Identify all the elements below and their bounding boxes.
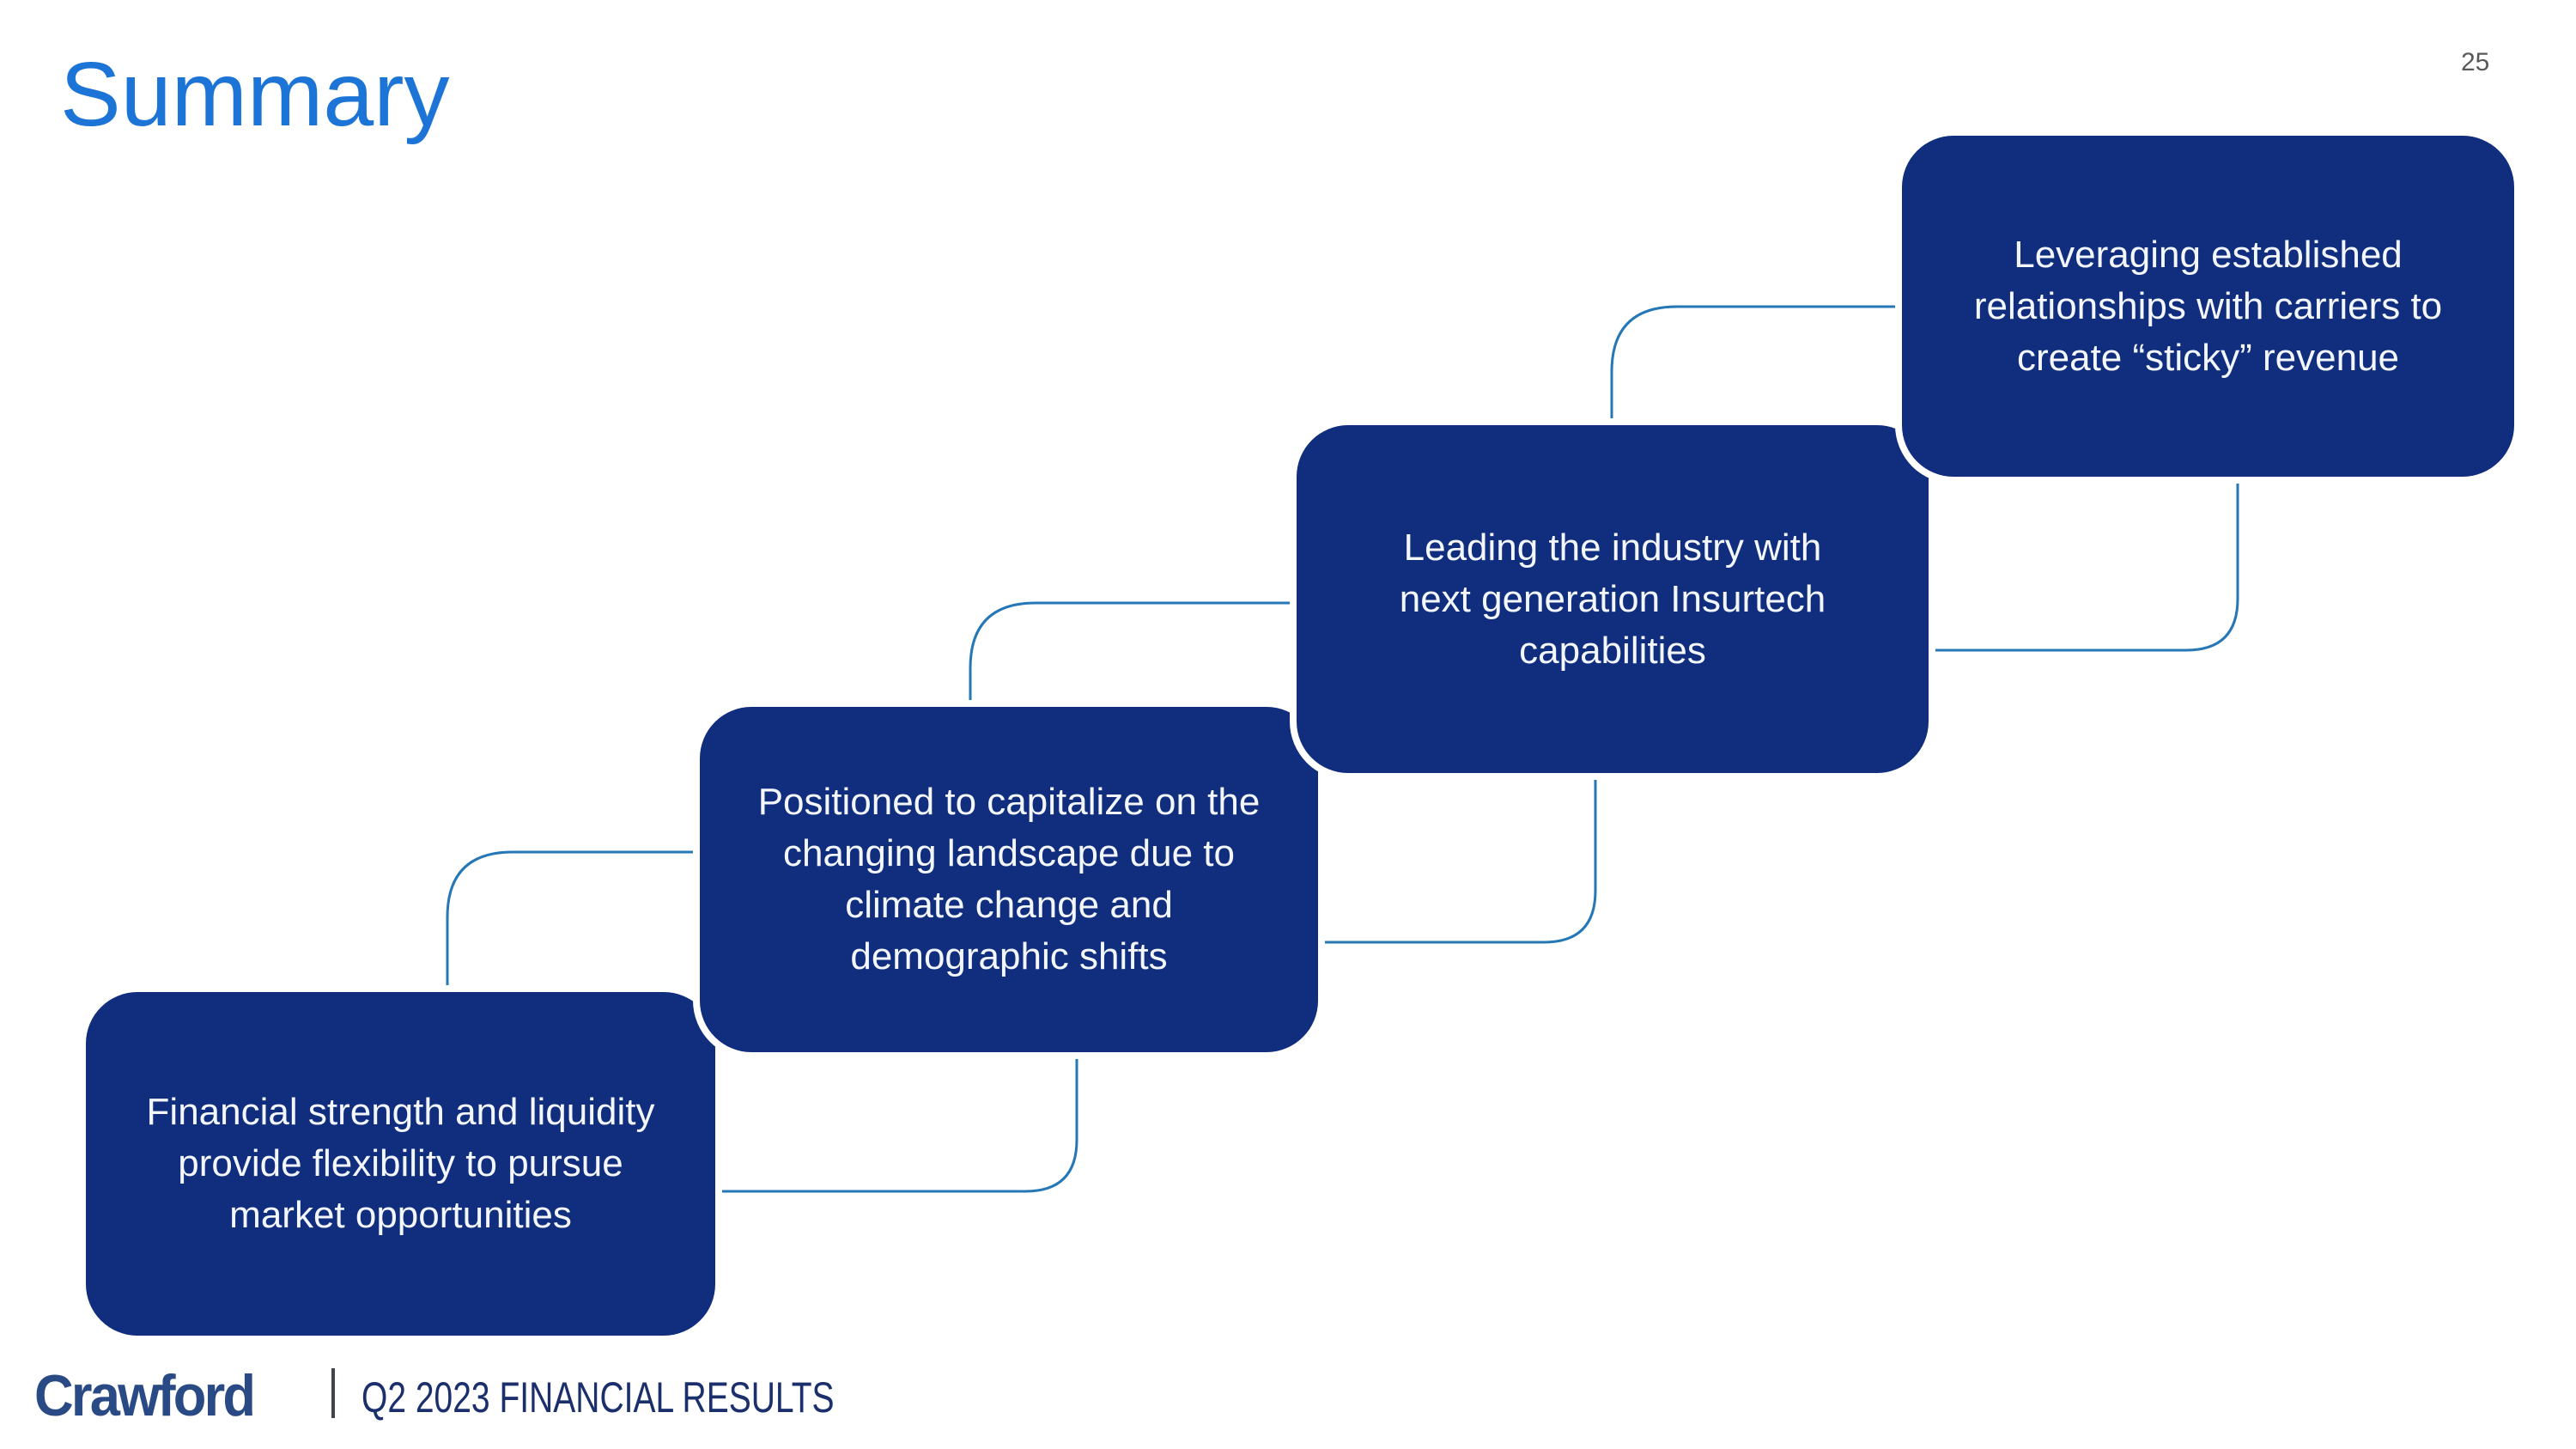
box-leveraging-established: Leveraging established relationships wit… [1902,136,2514,477]
connector-box1-right-to-box2-bottom [714,1050,1078,1193]
box-leading-the-industry: Leading the industry with next generatio… [1297,425,1929,773]
box-text-line: market opportunities [229,1194,572,1236]
box-text-line: provide flexibility to pursue [178,1142,623,1184]
box-text-line: create “sticky” revenue [2016,336,2400,379]
page-title: Summary [60,44,450,145]
box-text-line: Leveraging established [2014,233,2403,276]
page-number: 25 [2461,48,2490,76]
connector-box3-right-to-box4-bottom [1926,475,2239,652]
box-text-line: next generation Insurtech [1399,577,1826,620]
box-text-line: capabilities [1519,629,1706,672]
crawford-logo: Crawford [34,1363,256,1428]
box-text-line: relationships with carriers to [1973,284,2443,327]
box-text-line: Positioned to capitalize on the [757,781,1261,823]
box-text-line: Leading the industry with [1403,526,1822,569]
connector-box1-top-to-box2-left [446,850,706,994]
box-text-line: climate change and [845,884,1173,926]
footer-divider [331,1368,335,1418]
box-financial-strength: Financial strength and liquidity provide… [86,992,715,1336]
box-text-line: changing landscape due to [783,832,1235,874]
connector-box2-top-to-box3-left [969,601,1298,710]
box-text-line: demographic shifts [850,935,1168,977]
connector-box3-top-to-box4-left [1610,305,1904,427]
connector-box2-right-to-box3-bottom [1316,771,1597,944]
box-positioned-to-capitalize: Positioned to capitalize on the changing… [700,707,1318,1052]
box-text-line: Financial strength and liquidity [146,1091,655,1133]
footer: Crawford Q2 2023 FINANCIAL RESULTS [0,1357,2576,1449]
footer-results-text: Q2 2023 FINANCIAL RESULTS [361,1373,835,1422]
